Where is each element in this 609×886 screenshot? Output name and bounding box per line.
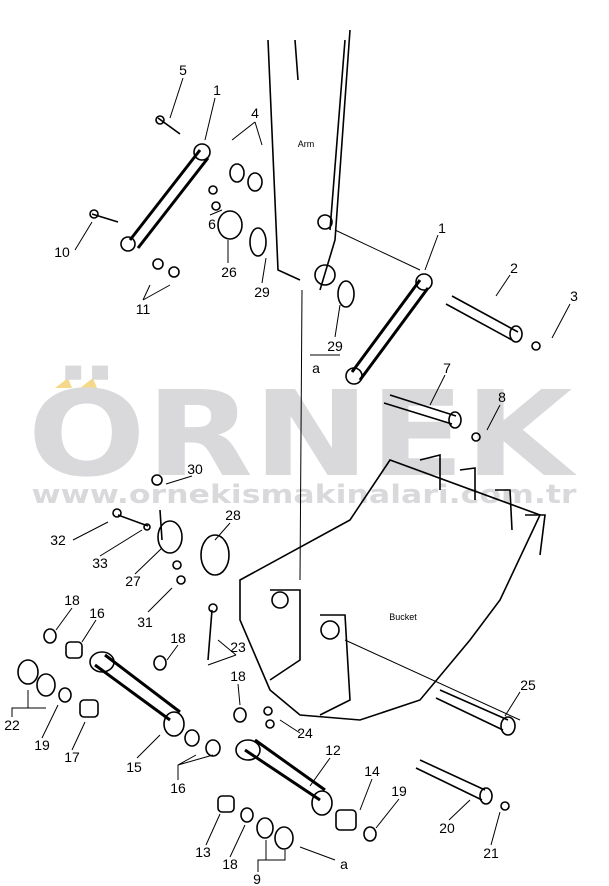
part-label: 22: [4, 717, 20, 733]
part-label: 2: [510, 260, 518, 276]
part-label: 11: [136, 301, 151, 317]
part-label: 26: [221, 264, 237, 280]
part-label: 10: [54, 244, 70, 260]
part-label: 19: [34, 737, 50, 753]
part-label: 20: [439, 820, 455, 836]
part-label: 8: [498, 389, 506, 405]
bucket-caption: Bucket: [389, 612, 417, 622]
part-label: 21: [483, 845, 499, 861]
part-label: 29: [254, 284, 270, 300]
bucket: [239, 453, 546, 811]
small-parts: [89, 115, 541, 442]
part-label: 23: [230, 639, 246, 655]
part-label: 19: [391, 783, 407, 799]
part-label: 32: [50, 532, 66, 548]
part-label: 5: [179, 62, 187, 78]
part-label: 18: [64, 592, 80, 608]
watermark-accent-left: [55, 378, 72, 388]
watermark-accent-right: [80, 378, 97, 388]
part-label: 27: [125, 573, 141, 589]
part-label: 25: [520, 677, 536, 693]
watermark-brand: ÖRNEK: [28, 365, 578, 503]
part-label: 18: [230, 668, 246, 684]
reference-a-top: a: [312, 360, 320, 376]
part-label: 33: [92, 555, 108, 571]
arm: [267, 29, 421, 581]
part-label: 29: [327, 338, 343, 354]
part-label: 31: [137, 614, 153, 630]
part-label: 14: [364, 763, 380, 779]
part-label: 6: [208, 216, 216, 232]
part-label: 13: [195, 844, 211, 860]
part-label: 30: [187, 461, 203, 477]
part-label: 12: [325, 742, 341, 758]
watermark: ÖRNEK www.ornekismakinalari.com.tr: [28, 365, 578, 510]
part-label: 9: [253, 871, 261, 886]
part-label: 17: [64, 749, 80, 765]
arm-caption: Arm: [298, 139, 315, 149]
part-label: 16: [170, 780, 186, 796]
leader-lines: [11, 77, 571, 872]
part-label: 28: [225, 507, 241, 523]
link-right: [345, 273, 433, 385]
lower-parts: [17, 474, 377, 850]
part-label: 18: [222, 856, 238, 872]
link-left: [120, 143, 211, 252]
part-label: 18: [170, 630, 186, 646]
part-labels: Arm Bucket a a 5 1 4 6 10 26 29 11 1 2 3…: [4, 62, 578, 886]
reference-a-bottom: a: [340, 856, 348, 872]
part-label: 16: [89, 605, 105, 621]
watermark-url: www.ornekismakinalari.com.tr: [32, 480, 577, 510]
part-label: 24: [297, 725, 313, 741]
part-label: 1: [438, 220, 446, 236]
part-label: 4: [251, 105, 259, 121]
part-label: 15: [126, 759, 142, 775]
part-label: 7: [443, 360, 451, 376]
part-label: 3: [570, 288, 578, 304]
part-label: 1: [213, 82, 221, 98]
